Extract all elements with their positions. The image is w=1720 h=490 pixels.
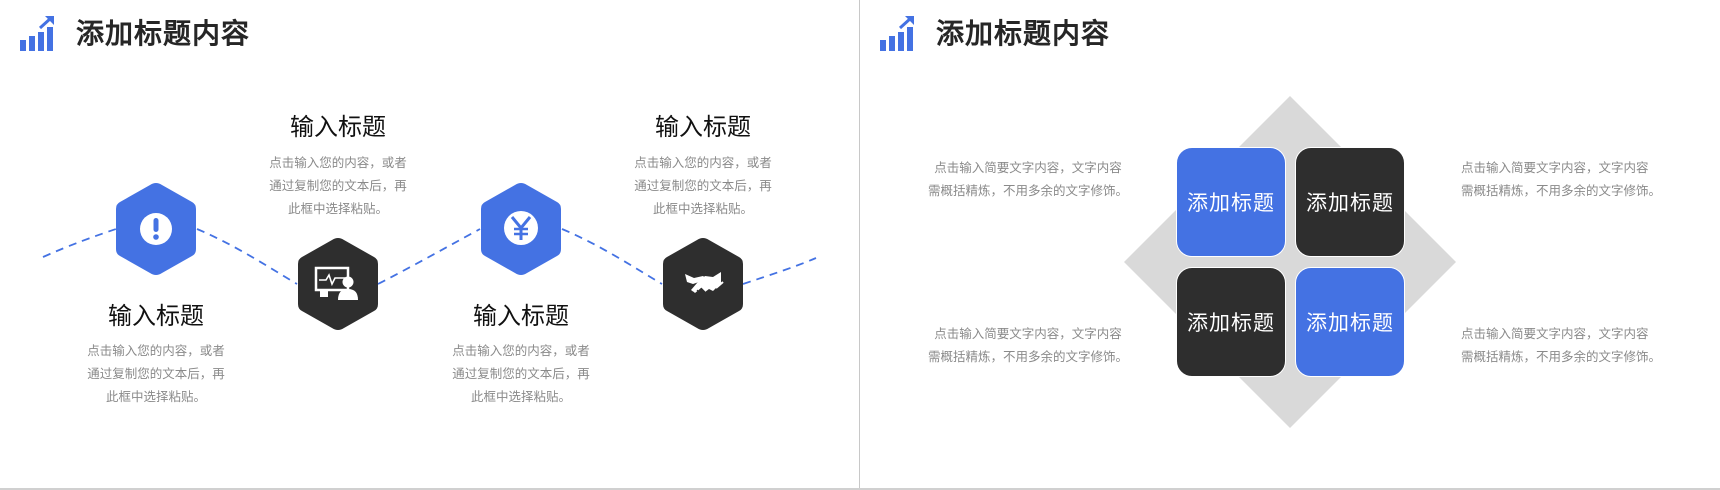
desc-line: 此框中选择粘贴。	[470, 389, 571, 404]
hexagon-item-3[interactable]	[479, 181, 563, 277]
desc-line: 此框中选择粘贴。	[287, 201, 388, 216]
item-3-description: 点击输入您的内容，或者 通过复制您的文本后，再 此框中选择粘贴。	[441, 339, 601, 408]
dashed-connector-line	[42, 228, 817, 285]
bottom-border	[0, 488, 1720, 490]
bar-chart-growth-icon	[20, 16, 54, 51]
text-line: 点击输入简要文字内容，文字内容	[1461, 160, 1649, 175]
text-line: 需概括精炼，不用多余的文字修饰。	[1461, 183, 1662, 198]
bar-chart-growth-icon	[880, 16, 914, 51]
exclamation-circle-icon	[140, 213, 172, 245]
tile-top-left[interactable]: 添加标题	[1176, 147, 1286, 257]
item-3-title: 输入标题	[473, 302, 569, 330]
desc-line: 通过复制您的文本后，再	[634, 178, 772, 193]
text-line: 点击输入简要文字内容，文字内容	[1461, 326, 1649, 341]
hexagon-item-2[interactable]	[296, 236, 380, 332]
diamond-background	[1124, 96, 1456, 428]
tile-bottom-right[interactable]: 添加标题	[1295, 267, 1405, 377]
slide-divider	[859, 0, 860, 488]
side-text-top-right: 点击输入简要文字内容，文字内容 需概括精炼，不用多余的文字修饰。	[1461, 156, 1671, 202]
side-text-bottom-right: 点击输入简要文字内容，文字内容 需概括精炼，不用多余的文字修饰。	[1461, 322, 1671, 368]
text-line: 点击输入简要文字内容，文字内容	[934, 326, 1122, 341]
item-2-title: 输入标题	[290, 113, 386, 141]
slide-title: 添加标题内容	[76, 17, 251, 50]
tile-top-right[interactable]: 添加标题	[1295, 147, 1405, 257]
monitor-presenter-icon	[314, 266, 358, 300]
hexagon-item-4[interactable]	[661, 236, 745, 332]
desc-line: 通过复制您的文本后，再	[269, 178, 407, 193]
side-text-bottom-left: 点击输入简要文字内容，文字内容 需概括精炼，不用多余的文字修饰。	[923, 322, 1133, 368]
desc-line: 通过复制您的文本后，再	[452, 366, 590, 381]
hexagon-item-1[interactable]	[114, 181, 198, 277]
desc-line: 此框中选择粘贴。	[105, 389, 206, 404]
text-line: 点击输入简要文字内容，文字内容	[934, 160, 1122, 175]
text-line: 需概括精炼，不用多余的文字修饰。	[1461, 349, 1662, 364]
text-line: 需概括精炼，不用多余的文字修饰。	[927, 349, 1128, 364]
item-1-description: 点击输入您的内容，或者 通过复制您的文本后，再 此框中选择粘贴。	[76, 339, 236, 408]
side-text-top-left: 点击输入简要文字内容，文字内容 需概括精炼，不用多余的文字修饰。	[923, 156, 1133, 202]
yen-circle-icon	[504, 211, 538, 245]
handshake-icon	[685, 272, 724, 297]
desc-line: 点击输入您的内容，或者	[634, 155, 772, 170]
desc-line: 点击输入您的内容，或者	[452, 343, 590, 358]
desc-line: 通过复制您的文本后，再	[87, 366, 225, 381]
item-2-description: 点击输入您的内容，或者 通过复制您的文本后，再 此框中选择粘贴。	[258, 151, 418, 220]
slide-left[interactable]: 添加标题内容 输入标题 点击输入您的内容，或者 通过复制您的文本后，再 此框中选…	[0, 0, 859, 488]
tile-bottom-left[interactable]: 添加标题	[1176, 267, 1286, 377]
slide-title: 添加标题内容	[936, 17, 1111, 50]
slide-right[interactable]: 添加标题内容 添加标题 添加标题 添加标题 添加标题 点击输入简要文字内容，文字…	[860, 0, 1720, 488]
item-4-title: 输入标题	[655, 113, 751, 141]
desc-line: 此框中选择粘贴。	[652, 201, 753, 216]
text-line: 需概括精炼，不用多余的文字修饰。	[927, 183, 1128, 198]
item-1-title: 输入标题	[108, 302, 204, 330]
desc-line: 点击输入您的内容，或者	[269, 155, 407, 170]
item-4-description: 点击输入您的内容，或者 通过复制您的文本后，再 此框中选择粘贴。	[623, 151, 783, 220]
desc-line: 点击输入您的内容，或者	[87, 343, 225, 358]
